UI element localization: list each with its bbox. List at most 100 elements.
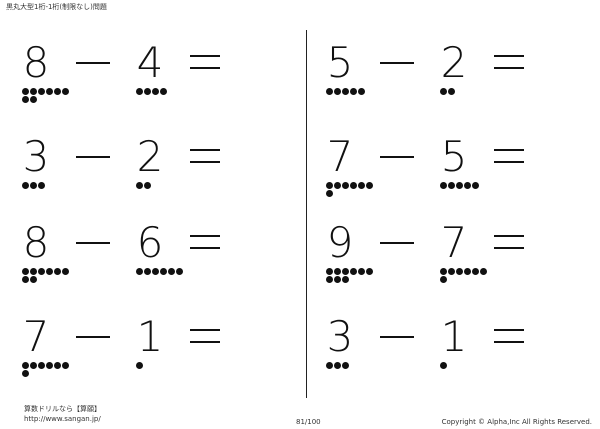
count-dot — [22, 96, 29, 103]
count-dot — [46, 88, 53, 95]
minus-sign — [380, 62, 414, 64]
count-dot — [366, 182, 373, 189]
count-dot — [30, 362, 37, 369]
count-dot — [334, 362, 341, 369]
count-dot — [46, 268, 53, 275]
count-dot — [342, 182, 349, 189]
count-dot — [30, 182, 37, 189]
count-dot — [440, 88, 447, 95]
count-dot — [440, 182, 447, 189]
count-dot — [30, 276, 37, 283]
count-dot — [334, 88, 341, 95]
subtrahend: 7 — [434, 218, 487, 288]
subtrahend-digit: 4 — [136, 38, 164, 87]
count-dot — [350, 182, 357, 189]
column-divider — [306, 30, 307, 398]
count-dot — [358, 268, 365, 275]
problem-7: 9 7 — [316, 218, 586, 298]
count-dot — [176, 268, 183, 275]
minuend-dots — [326, 88, 376, 96]
subtrahend: 1 — [434, 312, 474, 382]
count-dot — [464, 268, 471, 275]
count-dot — [54, 88, 61, 95]
problem-3: 8 6 — [12, 218, 282, 298]
count-dot — [342, 362, 349, 369]
minuend: 7 — [16, 312, 69, 382]
problem-4: 7 1 — [12, 312, 282, 392]
minus-sign — [380, 242, 414, 244]
subtrahend-digit: 5 — [440, 132, 468, 181]
subtrahend-dots — [136, 182, 186, 190]
count-dot — [464, 182, 471, 189]
subtrahend: 5 — [434, 132, 479, 202]
problem-1: 8 4 — [12, 38, 282, 118]
minuend: 8 — [16, 218, 69, 288]
count-dot — [30, 268, 37, 275]
count-dot — [62, 268, 69, 275]
minuend-dots — [22, 88, 72, 104]
subtrahend: 4 — [130, 38, 170, 108]
count-dot — [440, 362, 447, 369]
minus-sign — [76, 336, 110, 338]
count-dot — [160, 268, 167, 275]
subtrahend-digit: 6 — [136, 218, 164, 267]
worksheet-title: 黒丸大型1桁-1桁(制限なし)問題 — [6, 3, 107, 11]
count-dot — [358, 88, 365, 95]
subtrahend: 6 — [130, 218, 183, 288]
count-dot — [54, 268, 61, 275]
equals-sign — [494, 149, 524, 163]
count-dot — [334, 182, 341, 189]
count-dot — [358, 182, 365, 189]
count-dot — [22, 362, 29, 369]
count-dot — [54, 362, 61, 369]
count-dot — [22, 370, 29, 377]
minuend-digit: 3 — [326, 312, 354, 361]
minuend: 8 — [16, 38, 69, 108]
subtrahend-dots — [136, 362, 186, 370]
count-dot — [30, 88, 37, 95]
page-number: 81/100 — [296, 418, 321, 426]
count-dot — [456, 268, 463, 275]
minuend-digit: 8 — [22, 218, 50, 267]
subtrahend-dots — [440, 362, 490, 370]
count-dot — [342, 88, 349, 95]
subtrahend-digit: 2 — [440, 38, 468, 87]
minus-sign — [76, 156, 110, 158]
subtrahend-digit: 1 — [440, 312, 468, 361]
equals-sign — [190, 149, 220, 163]
count-dot — [38, 88, 45, 95]
count-dot — [144, 88, 151, 95]
count-dot — [472, 182, 479, 189]
subtrahend-dots — [440, 268, 490, 284]
count-dot — [326, 268, 333, 275]
count-dot — [334, 276, 341, 283]
count-dot — [456, 182, 463, 189]
count-dot — [342, 268, 349, 275]
count-dot — [38, 182, 45, 189]
count-dot — [136, 88, 143, 95]
count-dot — [326, 276, 333, 283]
minuend-digit: 5 — [326, 38, 354, 87]
subtrahend-dots — [440, 182, 490, 190]
subtrahend: 2 — [434, 38, 474, 108]
count-dot — [62, 362, 69, 369]
count-dot — [342, 276, 349, 283]
count-dot — [46, 362, 53, 369]
minuend-digit: 9 — [326, 218, 354, 267]
count-dot — [38, 268, 45, 275]
count-dot — [22, 268, 29, 275]
count-dot — [326, 190, 333, 197]
footer-brand: 算数ドリルなら【算願】 http://www.sangan.jp/ — [24, 404, 101, 424]
site-name: 算数ドリルなら【算願】 — [24, 405, 101, 413]
minus-sign — [76, 242, 110, 244]
equals-sign — [494, 329, 524, 343]
subtrahend-digit: 1 — [136, 312, 164, 361]
problem-8: 3 1 — [316, 312, 586, 392]
count-dot — [136, 268, 143, 275]
count-dot — [440, 268, 447, 275]
minuend-digit: 7 — [326, 132, 354, 181]
site-url[interactable]: http://www.sangan.jp/ — [24, 415, 101, 423]
count-dot — [326, 362, 333, 369]
count-dot — [448, 268, 455, 275]
minuend: 9 — [320, 218, 373, 288]
